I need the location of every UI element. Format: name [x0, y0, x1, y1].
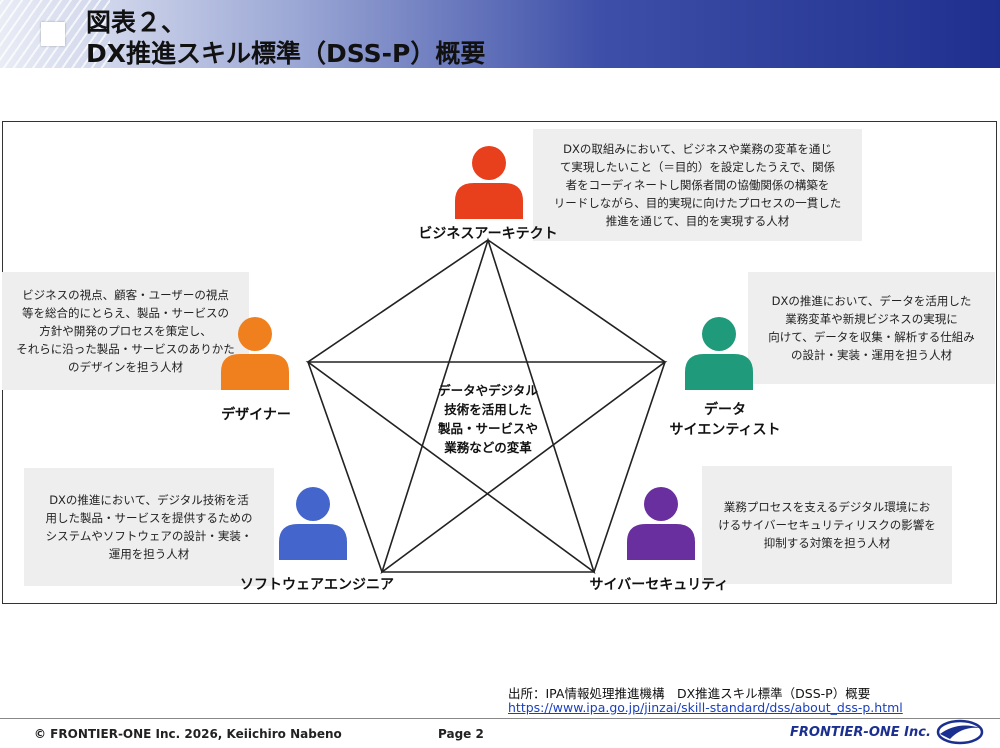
- footer-brand-name: FRONTIER-ONE Inc.: [790, 725, 931, 740]
- person-icon: [279, 487, 347, 560]
- footer-copyright: © FRONTIER-ONE Inc. 2026, Keiichiro Nabe…: [34, 727, 342, 741]
- company-logo-icon: [936, 719, 984, 745]
- desc-business-architect: DXの取組みにおいて、ビジネスや業務の変革を通じ て実現したいこと（＝目的）を設…: [533, 129, 862, 241]
- label-designer: デザイナー: [221, 407, 291, 423]
- desc-cybersecurity: 業務プロセスを支えるデジタル環境にお けるサイバーセキュリティリスクの影響を 抑…: [702, 466, 952, 584]
- pentagon-outline: [307, 239, 666, 573]
- label-cybersecurity: サイバーセキュリティ: [589, 577, 729, 593]
- desc-data-scientist: DXの推進において、データを活用した 業務変革や新規ビジネスの実現に 向けて、デ…: [748, 272, 995, 384]
- person-icon: [685, 317, 753, 390]
- title-bullet-square: [41, 22, 65, 46]
- source-link[interactable]: https://www.ipa.go.jp/jinzai/skill-stand…: [508, 700, 903, 715]
- desc-software-engineer: DXの推進において、デジタル技術を活 用した製品・サービスを提供するための シス…: [24, 468, 274, 586]
- desc-designer: ビジネスの視点、顧客・ユーザーの視点 等を総合的にとらえ、製品・サービスの 方針…: [2, 272, 249, 390]
- page-title-line1: 図表２、: [86, 8, 187, 37]
- page-number: Page 2: [438, 727, 484, 741]
- person-icon: [221, 317, 289, 390]
- label-business-architect: ビジネスアーキテクト: [418, 226, 558, 242]
- footer-divider: [0, 718, 1000, 719]
- person-icon: [627, 487, 695, 560]
- person-icon: [455, 146, 523, 219]
- page-title-line2: DX推進スキル標準（DSS-P）概要: [86, 39, 486, 68]
- title-banner: 図表２、 DX推進スキル標準（DSS-P）概要: [0, 0, 1000, 68]
- source-citation: 出所：IPA情報処理推進機構 DX推進スキル標準（DSS-P）概要: [508, 686, 871, 701]
- center-text: データやデジタル 技術を活用した 製品・サービスや 業務などの変革: [437, 383, 538, 455]
- star-outline: [305, 237, 668, 575]
- label-software-engineer: ソフトウェアエンジニア: [240, 577, 394, 593]
- label-data-scientist: データ サイエンティスト: [669, 402, 781, 438]
